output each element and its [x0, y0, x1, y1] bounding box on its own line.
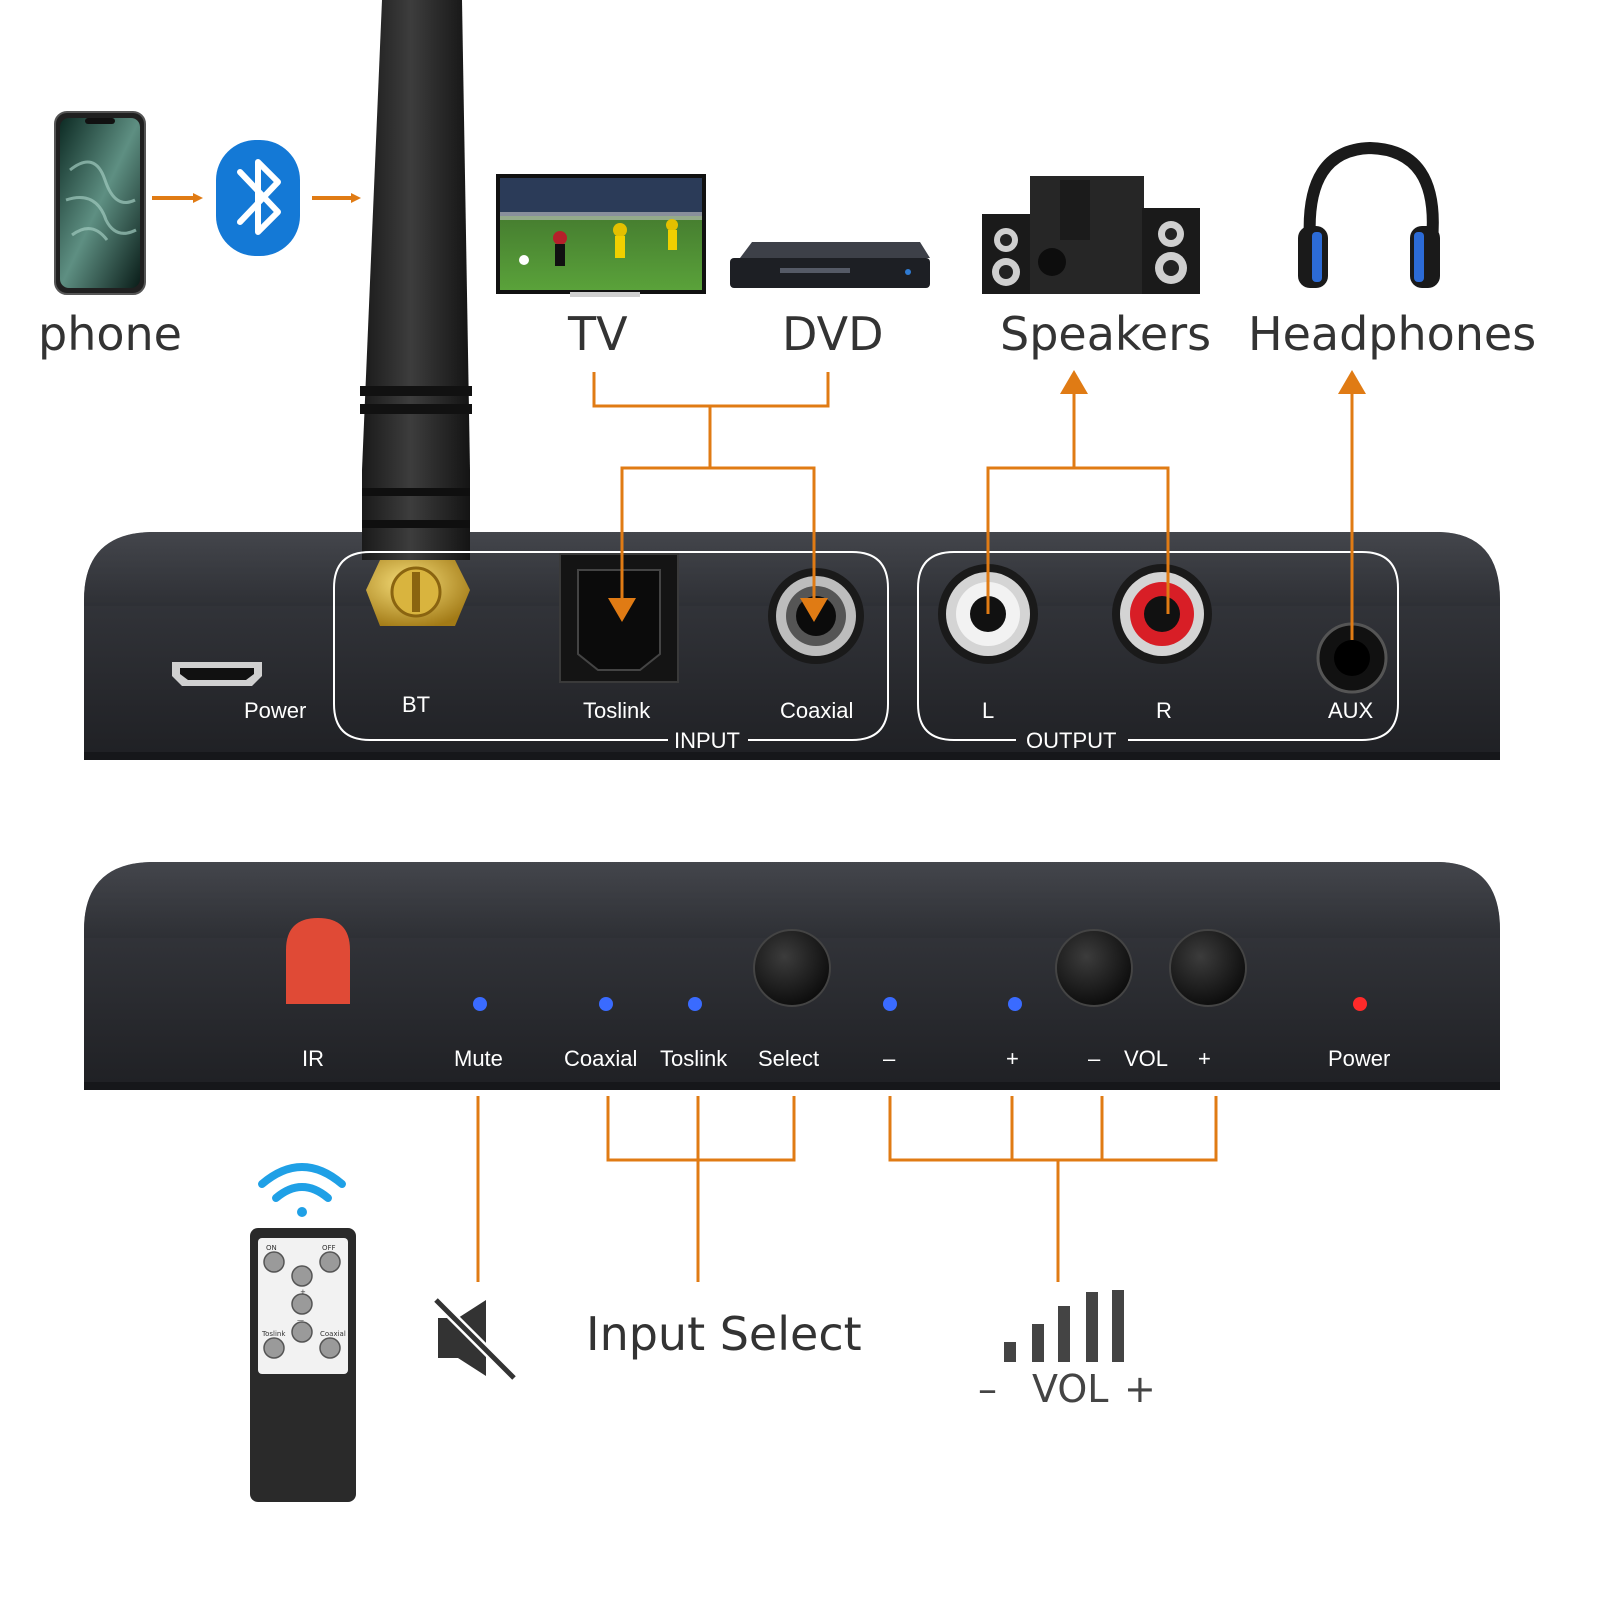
- vol-plus-label: +: [1198, 1046, 1211, 1071]
- plus-label: +: [1006, 1046, 1019, 1071]
- volume-down-button[interactable]: [1055, 929, 1133, 1007]
- bt-label: BT: [402, 692, 430, 717]
- input-select-label: Input Select: [586, 1307, 862, 1361]
- volume-vol-label: VOL: [1032, 1367, 1108, 1411]
- ir-label: IR: [302, 1046, 324, 1071]
- front-power-label: Power: [1328, 1046, 1390, 1071]
- mute-icon: [432, 1296, 518, 1382]
- remote-on-label: ON: [266, 1244, 277, 1252]
- remote-plus-label: +: [300, 1288, 306, 1296]
- remote-icon: [250, 1228, 356, 1502]
- ir-window: [286, 918, 350, 1004]
- speakers-label: Speakers: [1000, 307, 1211, 361]
- toslink-led: [688, 997, 702, 1011]
- toslink-arrow: [608, 598, 636, 622]
- volume-bars-icon: [1004, 1290, 1124, 1362]
- plus-led: [1008, 997, 1022, 1011]
- rear-power-label: Power: [244, 698, 306, 723]
- coaxial-led: [599, 997, 613, 1011]
- rca-right-port[interactable]: [1112, 564, 1212, 664]
- minus-label: –: [883, 1046, 896, 1071]
- speakers-icon: [982, 176, 1200, 294]
- dvd-player-icon: [730, 242, 930, 288]
- headphones-icon: [1298, 141, 1440, 288]
- output-section-outline: [917, 551, 1399, 741]
- antenna-icon: [360, 0, 472, 626]
- headphones-arrow: [1338, 370, 1366, 394]
- front-toslink-label: Toslink: [660, 1046, 728, 1071]
- front-coaxial-label: Coaxial: [564, 1046, 637, 1071]
- vol-label: VOL: [1124, 1046, 1168, 1071]
- wifi-icon: [258, 1163, 346, 1217]
- tv-label: TV: [567, 307, 628, 361]
- output-section-label: OUTPUT: [1026, 728, 1116, 753]
- mute-label: Mute: [454, 1046, 503, 1071]
- toslink-label: Toslink: [583, 698, 651, 723]
- aux-label: AUX: [1328, 698, 1374, 723]
- volume-up-button[interactable]: [1169, 929, 1247, 1007]
- remote-minus-label: —: [297, 1316, 304, 1324]
- remote-coaxial-label: Coaxial: [320, 1330, 346, 1338]
- input-section-label: INPUT: [674, 728, 740, 753]
- tv-icon: [496, 174, 706, 297]
- right-label: R: [1156, 698, 1172, 723]
- vol-minus-label: –: [1088, 1046, 1101, 1071]
- volume-plus-label: +: [1124, 1367, 1156, 1411]
- toslink-port[interactable]: [559, 553, 679, 683]
- input-connector-lines: [592, 372, 830, 600]
- headphones-label: Headphones: [1248, 307, 1536, 361]
- remote-toslink-label: Toslink: [261, 1330, 286, 1338]
- phone-label: phone: [38, 307, 182, 361]
- left-label: L: [982, 698, 994, 723]
- dvd-label: DVD: [782, 307, 884, 361]
- mute-led: [473, 997, 487, 1011]
- phone-icon: [54, 111, 146, 295]
- coaxial-arrow: [800, 598, 828, 622]
- power-led: [1353, 997, 1367, 1011]
- power-port[interactable]: [172, 662, 262, 686]
- remote-off-label: OFF: [322, 1244, 336, 1252]
- volume-minus-label: –: [978, 1367, 997, 1411]
- bluetooth-icon: [216, 140, 300, 256]
- select-button[interactable]: [753, 929, 831, 1007]
- bottom-connector-lines: [476, 1096, 1218, 1282]
- speakers-arrow: [1060, 370, 1088, 394]
- coaxial-label: Coaxial: [780, 698, 853, 723]
- minus-led: [883, 997, 897, 1011]
- select-label: Select: [758, 1046, 819, 1071]
- output-connector-lines: [986, 390, 1354, 640]
- aux-port[interactable]: [1316, 622, 1388, 694]
- input-section-outline: [333, 551, 889, 741]
